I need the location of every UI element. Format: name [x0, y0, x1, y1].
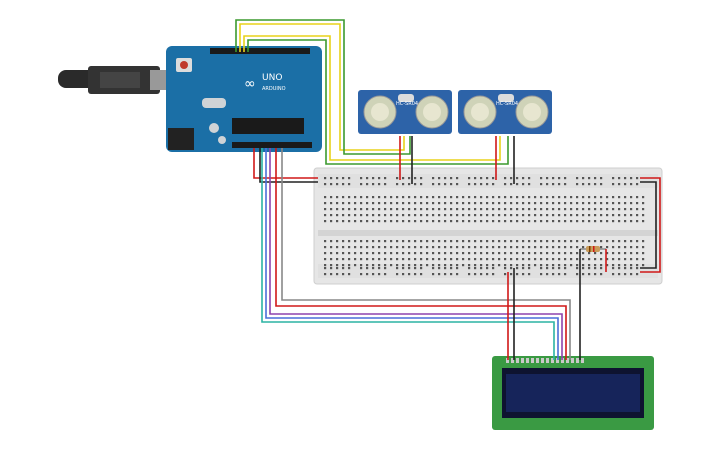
- model-label: UNO: [262, 73, 282, 83]
- sensor-model-label: HC-SR04: [496, 101, 518, 107]
- lcd-pin-header: [506, 358, 584, 363]
- arduino-uno-board[interactable]: ∞ UNO ARDUINO: [166, 46, 322, 152]
- wire-grey[interactable]: [281, 148, 571, 360]
- usb-cable[interactable]: [58, 66, 172, 94]
- lcd-screen: [506, 374, 640, 412]
- sensor-model-label: HC-SR04: [396, 101, 418, 107]
- ultrasonic-sensor-2[interactable]: HC-SR04: [458, 90, 552, 134]
- wire-purple[interactable]: [269, 148, 563, 360]
- breadboard-holes: [324, 177, 645, 276]
- wire-blue[interactable]: [265, 148, 559, 360]
- wire-yellow-1[interactable]: [239, 23, 405, 151]
- wire-black-rail[interactable]: [640, 181, 657, 269]
- atmega-chip: [232, 118, 304, 134]
- wire-red-rail[interactable]: [640, 177, 661, 273]
- wire-teal[interactable]: [261, 148, 555, 360]
- ultrasonic-sensor-1[interactable]: HC-SR04: [358, 90, 452, 134]
- wire-green-2[interactable]: [247, 39, 509, 165]
- wires: [235, 19, 661, 360]
- power-analog-header: [232, 142, 312, 148]
- brand-label: ARDUINO: [262, 86, 286, 92]
- resistor[interactable]: [580, 246, 606, 252]
- wire-red-lcd[interactable]: [275, 148, 567, 360]
- digital-header: [210, 48, 310, 54]
- arduino-logo: ∞: [244, 76, 256, 92]
- wire-green-1[interactable]: [235, 19, 411, 155]
- wire-yellow-2[interactable]: [243, 35, 501, 161]
- breadboard[interactable]: [313, 167, 663, 285]
- wire-red-5v[interactable]: [253, 148, 318, 179]
- lcd-16x2-display[interactable]: [492, 356, 654, 430]
- wire-black-gnd[interactable]: [259, 148, 318, 183]
